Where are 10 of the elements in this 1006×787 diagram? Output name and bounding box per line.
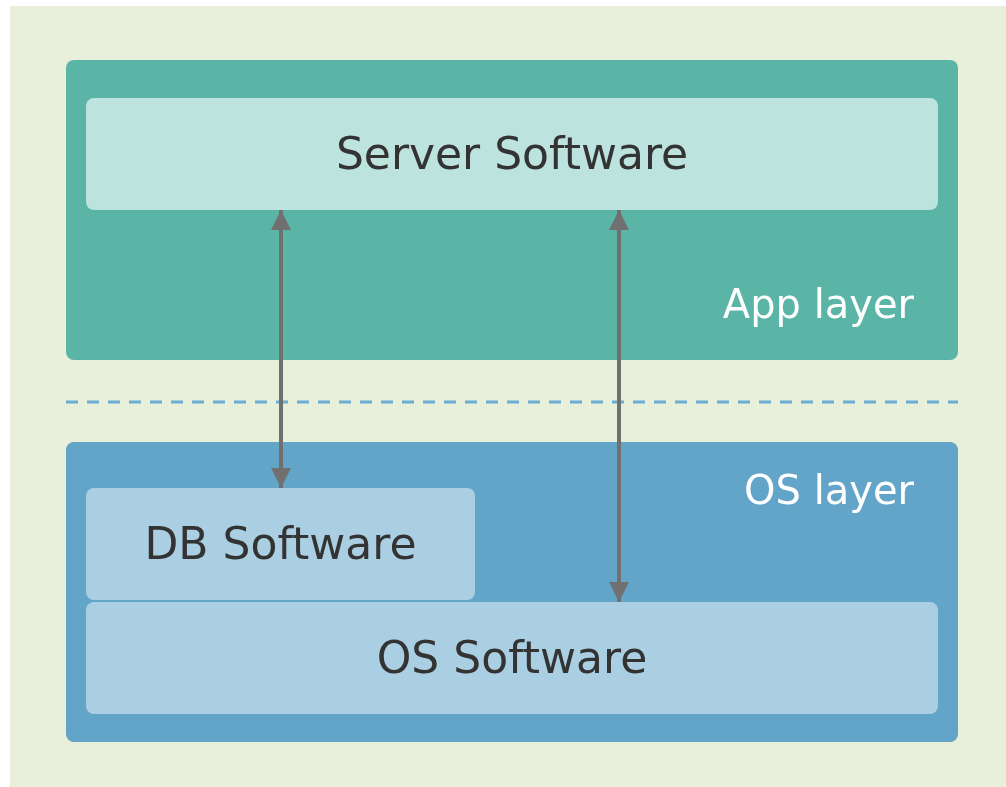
double-arrow xyxy=(271,210,291,488)
box-label: OS Software xyxy=(375,636,649,680)
os-layer-band xyxy=(66,442,958,742)
app-layer-band xyxy=(66,60,958,360)
server-software-box xyxy=(86,98,938,210)
box-label: DB Software xyxy=(143,522,418,566)
box-label: Server Software xyxy=(334,132,690,176)
os-software-box xyxy=(86,602,938,714)
double-arrow xyxy=(609,210,629,602)
db-software-box xyxy=(86,488,475,600)
